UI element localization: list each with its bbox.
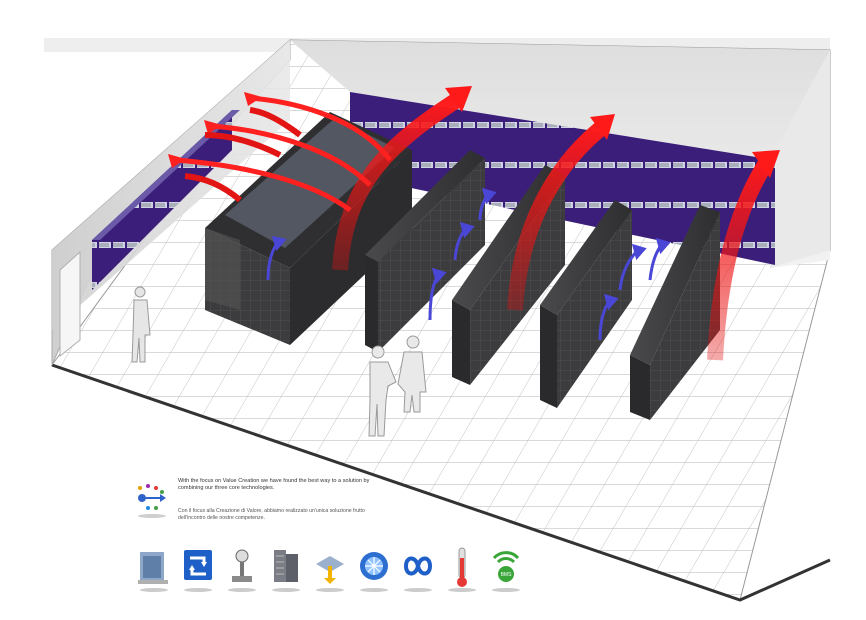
caption-italian: Con il focus alla Creazione di Valore, a… (178, 508, 365, 521)
value-creation-icon (138, 484, 166, 518)
person-handshake-1 (368, 345, 397, 437)
wireless-bms-icon: BMS (488, 544, 524, 594)
person-left (131, 286, 151, 363)
hot-air-arrows (168, 86, 780, 361)
crac-units-left (92, 110, 232, 290)
cold-air-arrows (266, 187, 671, 341)
infinity-loop-icon (400, 544, 436, 594)
right-wall (770, 50, 830, 268)
raised-floor-icon (312, 544, 348, 594)
caption-english: With the focus on Value Creation we have… (178, 478, 370, 491)
scale-icon (224, 544, 260, 594)
thermometer-icon (444, 544, 480, 594)
server-rack-icon (268, 544, 304, 594)
person-handshake-2 (397, 335, 427, 413)
server-room-icon (136, 544, 172, 594)
rack-row-3 (540, 200, 720, 420)
floor-edge (51, 363, 831, 602)
cycle-arrows-icon (180, 544, 216, 594)
fan-disk-icon (356, 544, 392, 594)
technology-icon-row: BMS (136, 544, 524, 600)
back-wall (290, 40, 830, 268)
bms-badge-text: BMS (501, 572, 513, 578)
door (59, 250, 81, 358)
